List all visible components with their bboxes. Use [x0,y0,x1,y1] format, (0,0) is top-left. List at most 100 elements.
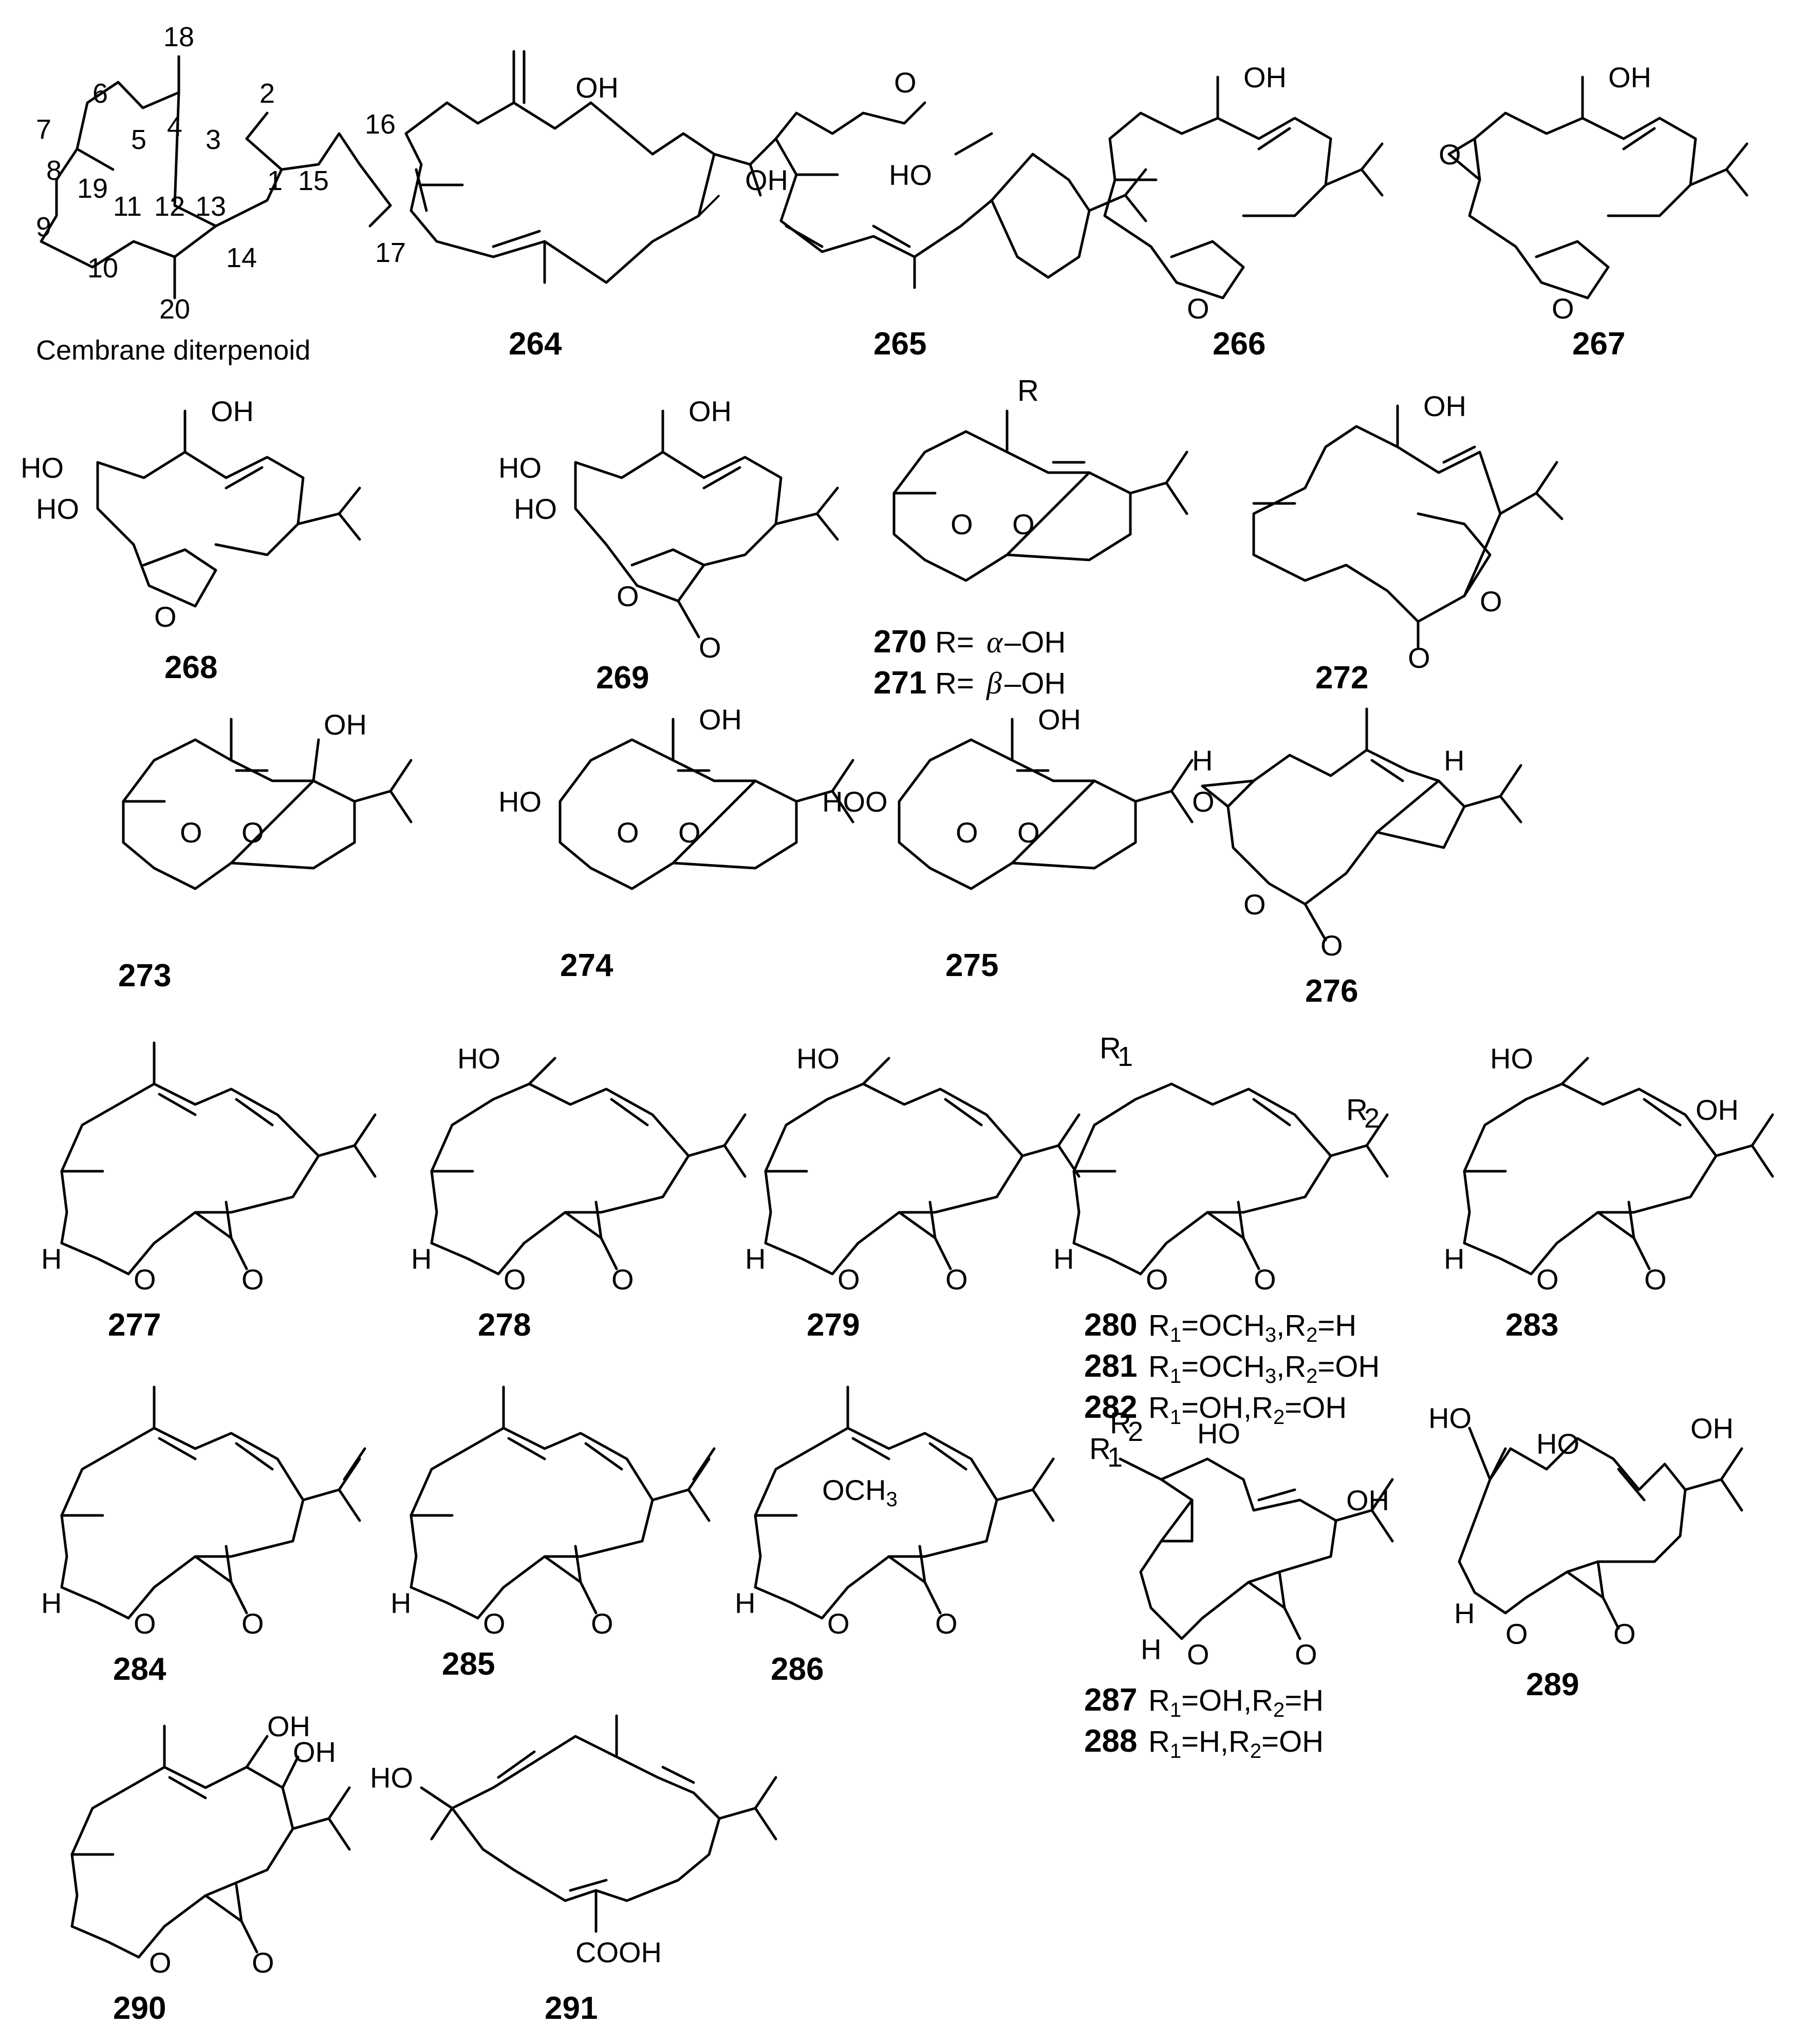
label-274: 274 [560,948,613,983]
desc-271-suffix: –OH [1004,667,1066,700]
structure-269: OH HO HO O O 269 [498,395,839,696]
r2-280-sub: 2 [1364,1103,1380,1134]
o-277-ring: O [134,1263,156,1296]
o-284-ring: O [134,1607,156,1640]
label-281: 281 [1084,1348,1137,1384]
atom-num-12: 12 [154,191,185,222]
o-272-ring: O [1480,585,1502,617]
label-270: 270 [873,624,926,660]
ho-274: HO [498,785,542,818]
o-267-epoxide: O [1439,138,1461,171]
h-287: H [1141,1633,1161,1665]
o-286-carbonyl: O [935,1607,958,1640]
o-265: O [894,66,917,99]
structure-267: O OH O 267 [1439,61,1748,362]
atom-num-17: 17 [375,237,406,268]
h-280: H [1053,1243,1074,1275]
o-278-ring: O [504,1263,526,1296]
o-269-carbonyl: O [699,631,721,664]
o-287-ring: O [1187,1638,1209,1671]
h-286: H [735,1587,755,1619]
r1-287: R [1089,1432,1111,1466]
atom-num-1: 1 [267,165,283,196]
o-273b: O [241,816,264,849]
o-279-carbonyl: O [945,1263,968,1296]
desc-288: R1=H,R2=OH [1148,1725,1324,1762]
o-277-carbonyl: O [241,1263,264,1296]
ho-287: HO [1197,1417,1240,1450]
structure-264: OH OH 264 [404,50,788,362]
structure-270-271: R O O 270 R= α –OH 271 R= β –OH [873,374,1188,701]
h-276b: H [1444,744,1464,777]
oh-275: OH [1038,703,1081,736]
desc-270-greek: α [987,625,1003,659]
label-273: 273 [118,958,171,993]
oh-283: OH [1696,1094,1739,1126]
label-286: 286 [771,1652,824,1687]
structure-273: OH O O 273 [118,708,413,993]
ho-283: HO [1490,1042,1533,1075]
structure-274: OH HO O O 274 [498,703,854,983]
atom-num-3: 3 [206,124,221,155]
label-264: 264 [509,326,562,362]
r1-280-sub: 1 [1118,1041,1133,1072]
desc-270-suffix: –OH [1004,626,1066,659]
ho-291: HO [370,1761,413,1794]
desc-280-r1: R1=OCH3,R2=H [1148,1309,1356,1346]
label-267: 267 [1572,326,1625,362]
o-283-ring: O [1536,1263,1559,1296]
oh-267: OH [1608,61,1651,93]
o-270a: O [951,508,973,540]
oh-264a: OH [575,71,619,104]
structure-278: HO H O O 278 [411,1042,747,1343]
atom-num-19: 19 [77,173,108,204]
atom-num-15: 15 [298,165,329,196]
oh-290a: OH [267,1710,310,1742]
atom-num-2: 2 [259,78,275,109]
cooh-291: COOH [575,1936,662,1968]
atom-num-9: 9 [36,212,51,242]
o-290-ring: O [149,1946,172,1979]
structure-290: OH OH O O 290 [70,1710,351,2026]
o-284-carbonyl: O [241,1607,264,1640]
structure-268: OH HO HO O 268 [21,395,361,685]
o-276-epoxide: O [1192,785,1215,818]
o-267-furan: O [1552,292,1574,325]
label-282: 282 [1084,1390,1137,1425]
o-274b: O [678,816,701,849]
o-269: O [617,580,639,612]
label-289: 289 [1526,1667,1579,1702]
ho-269a: HO [498,452,542,484]
desc-287: R1=OH,R2=H [1148,1684,1324,1721]
o-285-ring: O [483,1607,506,1640]
ho-265: HO [889,159,932,191]
structure-289: HO HO OH H O O 289 [1428,1402,1743,1702]
structure-286: OCH3 H O O 286 [735,1385,1055,1687]
h-285: H [390,1587,411,1619]
atom-num-14: 14 [226,242,257,273]
label-269: 269 [596,660,649,696]
r2-287: R [1110,1407,1131,1440]
label-276: 276 [1305,973,1358,1009]
o-270b: O [1012,508,1035,540]
label-291: 291 [545,1991,598,2026]
atom-num-8: 8 [46,155,62,186]
h-284: H [41,1587,62,1619]
atom-num-20: 20 [159,294,190,325]
structure-291: HO COOH 291 [370,1714,777,2026]
oh-287: OH [1346,1484,1389,1516]
ho-279: HO [796,1042,840,1075]
o-275a: O [956,816,978,849]
o-289-carbonyl: O [1613,1618,1636,1650]
h-277: H [41,1243,62,1275]
atom-num-16: 16 [365,109,396,140]
scaffold-cembrane: 18 6 7 8 19 5 4 3 2 1 16 15 17 9 10 11 1… [36,22,406,366]
ho-278: HO [457,1042,500,1075]
h-289: H [1454,1597,1475,1629]
structure-283: HO OH H O O 283 [1444,1042,1774,1343]
r1-287-sub: 1 [1107,1442,1123,1473]
scaffold-caption: Cembrane diterpenoid [36,335,310,366]
ho-268a: HO [21,452,64,484]
ho-289b: HO [1536,1428,1579,1460]
label-268: 268 [164,650,217,685]
